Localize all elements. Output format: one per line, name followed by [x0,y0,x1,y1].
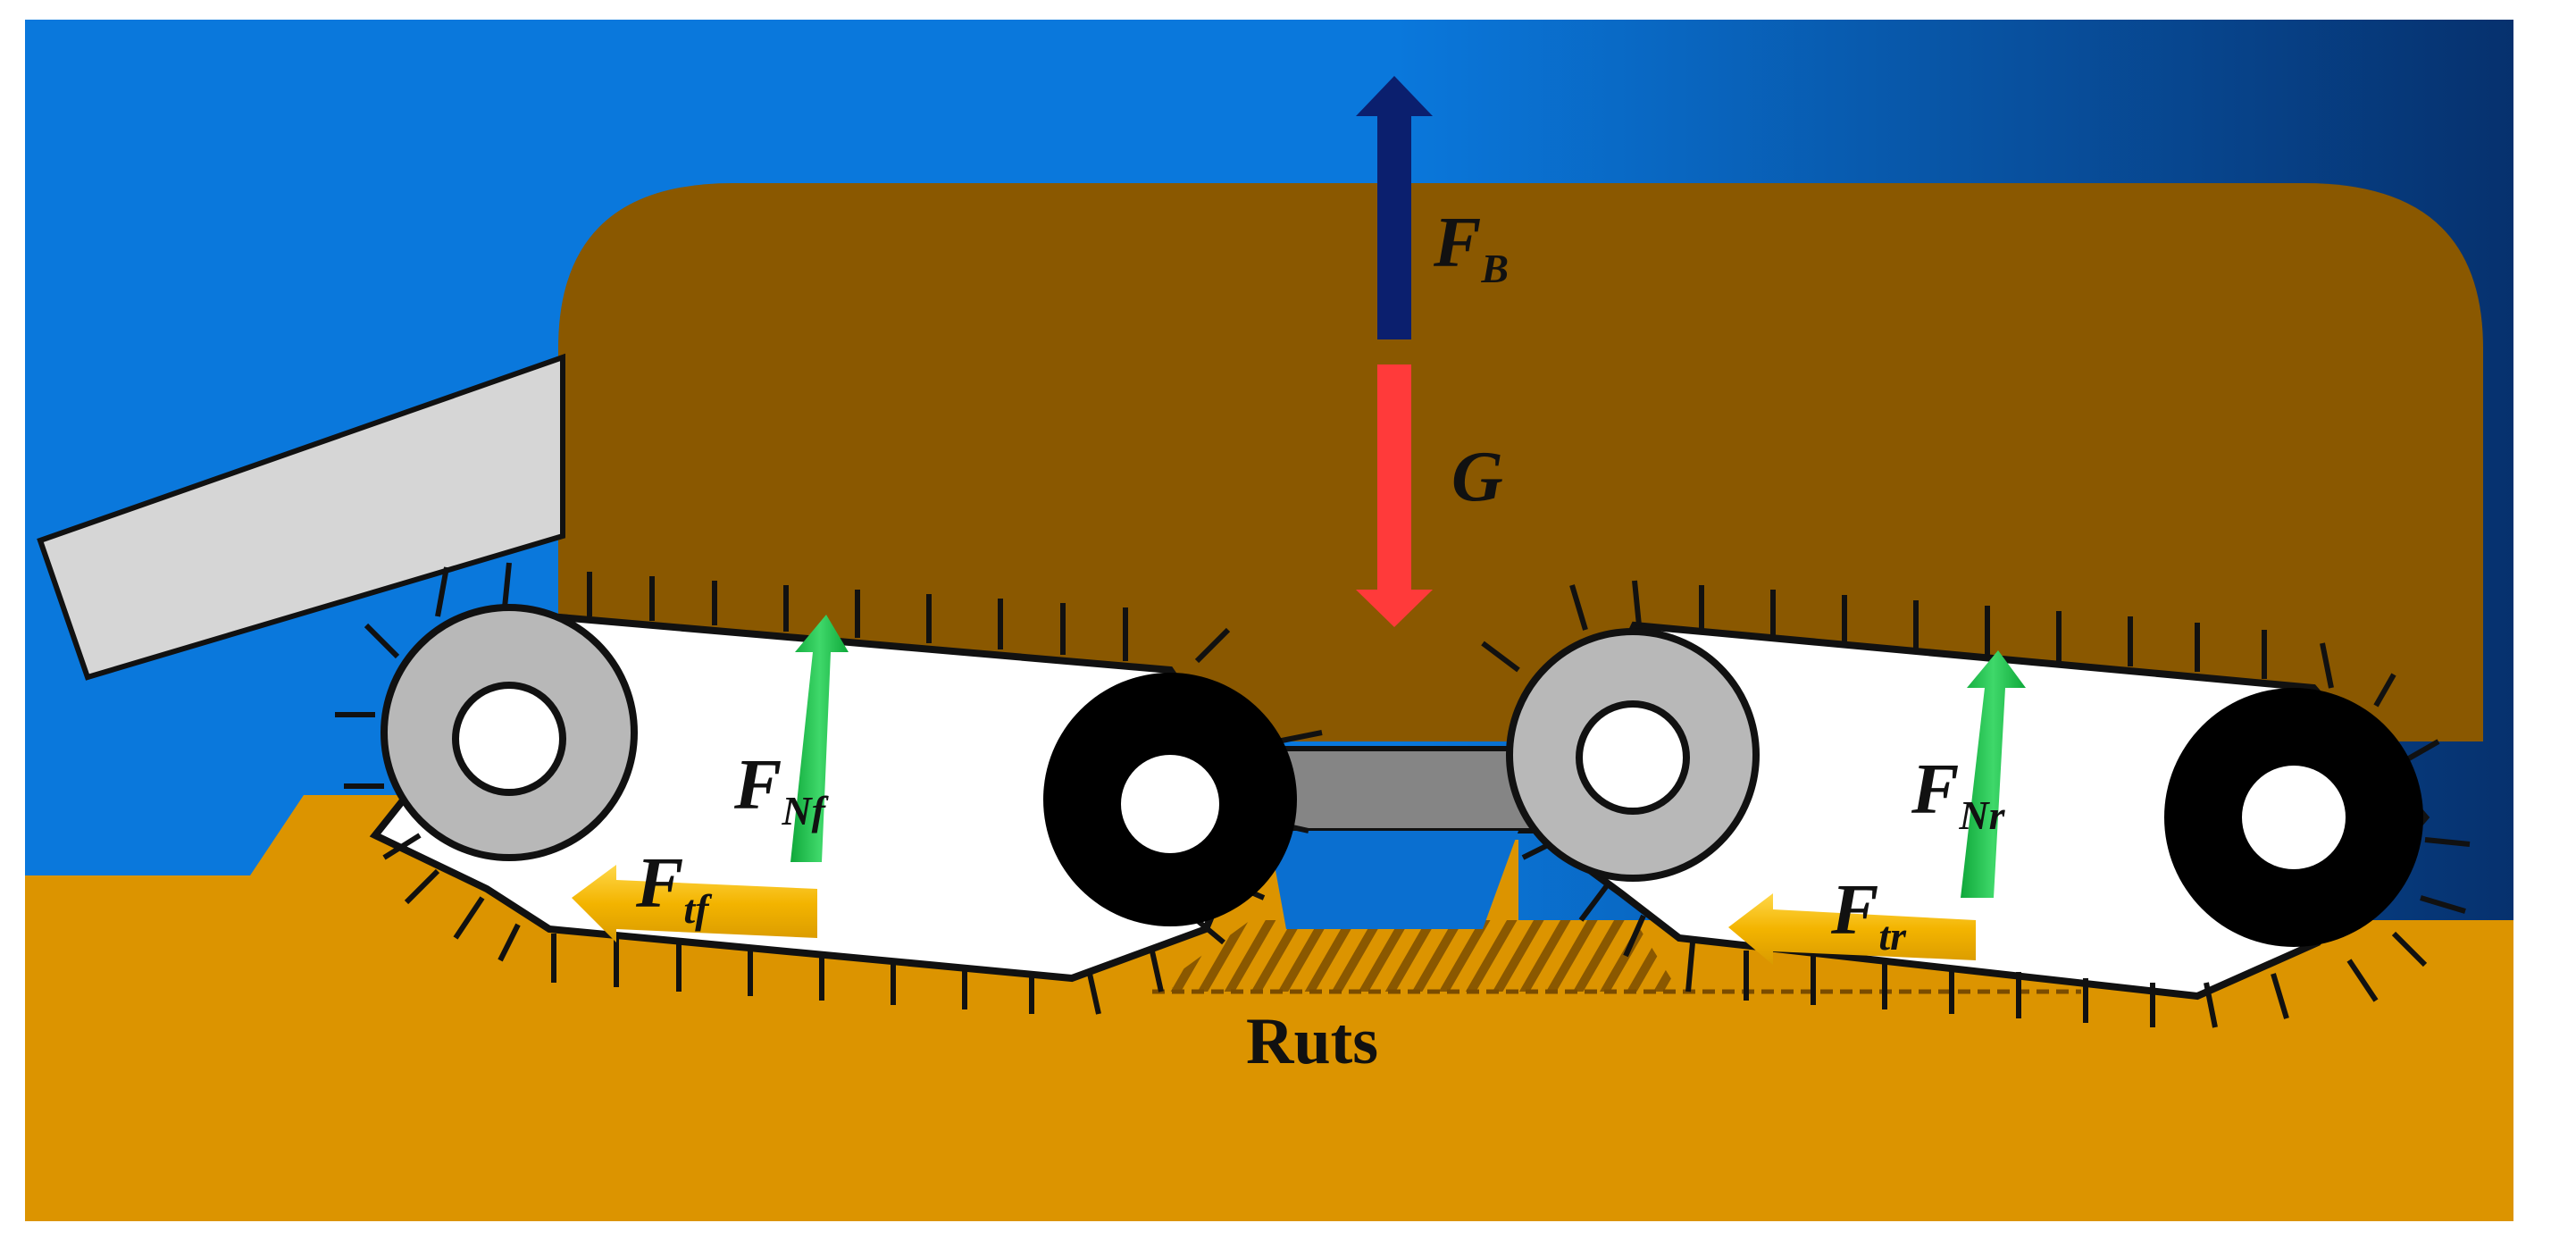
gravity-arrow [1356,364,1433,627]
front-drive-wheel [1043,673,1297,926]
ruts-area [1152,920,1679,992]
rear-idler-wheel [1506,628,1760,882]
rear-track-grousers [1481,580,2471,1028]
buoyancy-arrow [1356,76,1433,339]
vehicle-body [558,183,2483,741]
traction-front-arrow [572,865,817,942]
ruts-label: Ruts [1246,1005,1378,1078]
water-gap [1268,831,1518,929]
front-idler-wheel [381,604,638,861]
front-arm [37,353,565,681]
front-track-grousers [335,562,1323,1015]
gravity-label: G [1451,438,1503,516]
normal-force-front-arrow [790,615,849,862]
normal-force-rear-label: FNr [1911,750,2006,838]
normal-force-rear-arrow [1961,650,2026,898]
traction-rear-arrow [1728,893,1976,965]
normal-force-front-label: FNf [733,746,830,833]
traction-rear-label: Ftr [1830,871,1907,959]
buoyancy-label: FB [1433,204,1509,291]
traction-front-label: Ftf [635,844,713,932]
rear-drive-wheel [2164,688,2423,947]
